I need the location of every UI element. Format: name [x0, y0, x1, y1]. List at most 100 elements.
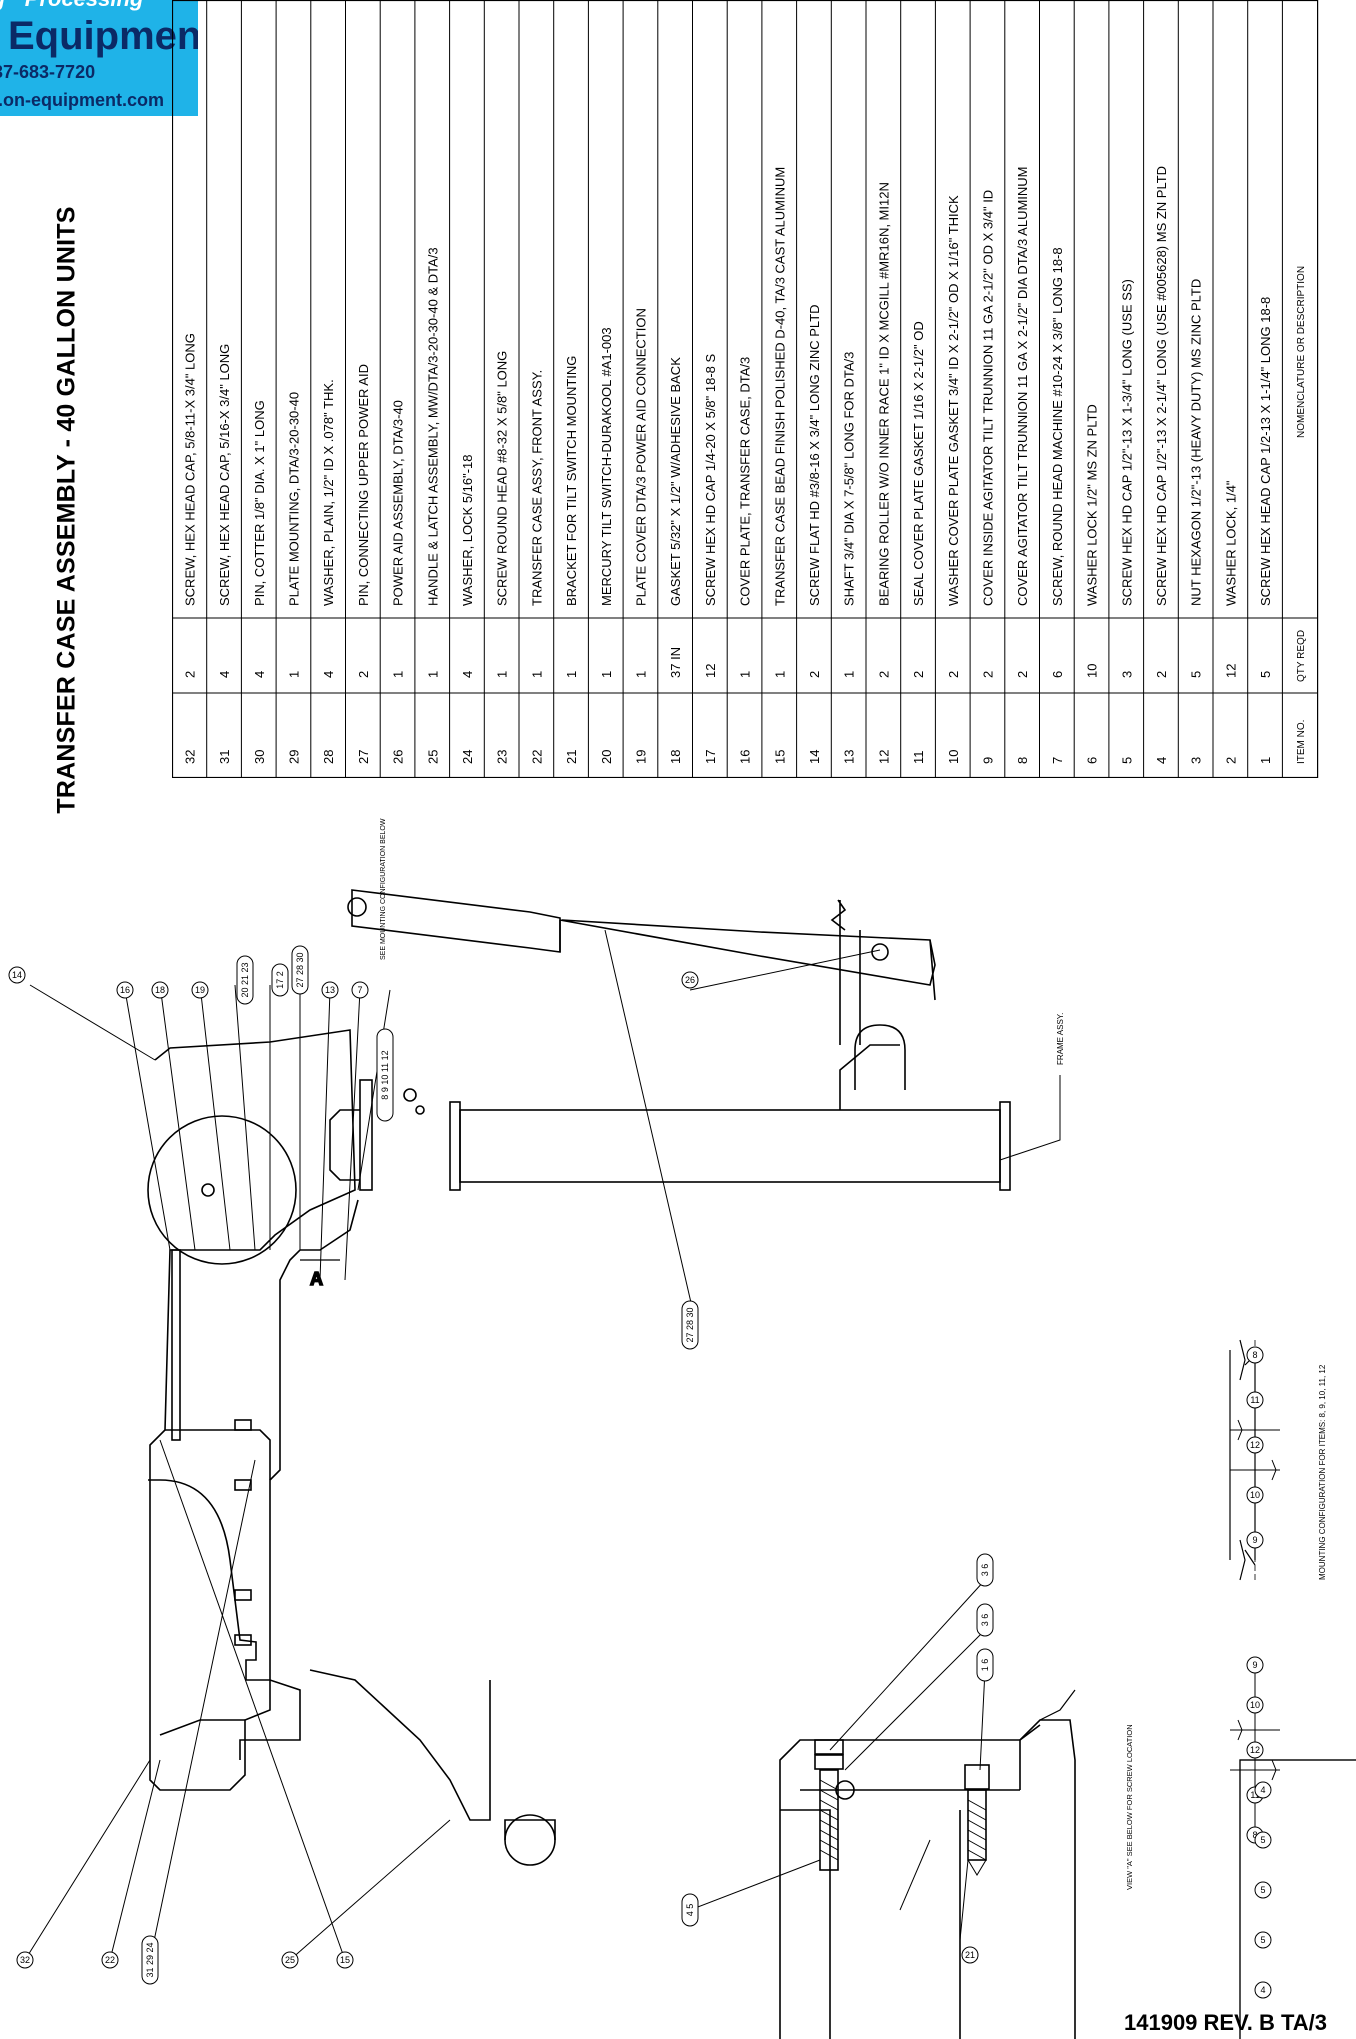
bom-quantity: 6 — [1050, 671, 1065, 678]
bom-quantity: 3 — [1119, 671, 1134, 678]
bom-item-number: 1 — [1258, 757, 1273, 764]
balloon-1-6: 1 6 — [980, 1659, 990, 1672]
bom-description: SCREW FLAT HD #3/8-16 X 3/4" LONG ZINC P… — [807, 304, 822, 606]
bom-quantity: 12 — [1223, 664, 1238, 678]
bom-item-number: 32 — [182, 750, 197, 764]
svg-text:8: 8 — [1252, 1350, 1257, 1360]
bom-quantity: 4 — [460, 671, 475, 678]
logo-phone: ...37-683-7720 — [0, 62, 96, 82]
balloon-17-2: 17 2 — [275, 971, 285, 989]
logo-tagline: ...ng · Processing — [0, 0, 143, 12]
balloon-31-29-24: 31 29 24 — [145, 1942, 155, 1977]
bom-quantity: 1 — [599, 671, 614, 678]
lower-housing — [159, 1429, 271, 1736]
bom-item-number: 14 — [807, 750, 822, 764]
bom-item-number: 26 — [391, 750, 406, 764]
svg-text:11: 11 — [1250, 1790, 1259, 1800]
bom-item-number: 8 — [1015, 757, 1030, 764]
balloon-32: 32 — [20, 1955, 30, 1965]
bom-quantity: 2 — [1015, 671, 1030, 678]
power-aid-upper-pin — [347, 897, 367, 917]
bom-quantity: 4 — [217, 671, 232, 678]
bom-description: POWER AID ASSEMBLY, DTA/3-40 — [391, 400, 406, 606]
svg-text:5: 5 — [1260, 1885, 1265, 1895]
svg-text:5: 5 — [1260, 1935, 1265, 1945]
bom-description: SEAL COVER PLATE GASKET 1/16 X 2-1/2" OD — [911, 321, 926, 606]
bom-description: PIN, CONNECTING UPPER POWER AID — [356, 364, 371, 606]
bom-item-number: 10 — [946, 750, 961, 764]
logo-website: ...on-equipment.com — [0, 90, 165, 110]
balloon-3-6-b: 3 6 — [980, 1614, 990, 1627]
cover-plate — [171, 1249, 181, 1441]
bom-quantity: 37 IN — [668, 647, 683, 678]
view-a-balloons: 3 6 3 6 1 6 4 5 21 — [681, 1553, 994, 1964]
transfer-case-body — [149, 1029, 359, 1791]
bom-description: SHAFT 3/4" DIA X 7-5/8" LONG FOR DTA/3 — [842, 352, 857, 606]
callout-balloons-bottom: 32 22 31 29 24 25 15 — [16, 1935, 354, 1985]
bom-description: TRANSFER CASE BEAD FINISH POLISHED D-40,… — [772, 167, 787, 606]
power-aid-rod — [559, 919, 936, 986]
frame-tube — [459, 1109, 1001, 1183]
bom-item-number: 9 — [980, 757, 995, 764]
balloon-4-5: 4 5 — [685, 1904, 695, 1917]
bom-header-item: ITEM NO. — [1296, 720, 1307, 764]
bom-item-number: 29 — [286, 750, 301, 764]
view-a-detail — [689, 1579, 1076, 2039]
screw-location-view: 4 5 5 5 4 — [1239, 1759, 1356, 2039]
bom-header-qty: QTY REQD — [1296, 630, 1307, 682]
detail-pin — [201, 1183, 215, 1197]
handle-latch — [148, 1479, 301, 1760]
svg-text:5: 5 — [1260, 1835, 1265, 1845]
bom-item-number: 19 — [633, 750, 648, 764]
bom-description: PIN, COTTER 1/8" DIA. X 1" LONG — [252, 400, 267, 606]
bom-item-number: 22 — [529, 750, 544, 764]
bom-quantity: 1 — [495, 671, 510, 678]
bom-description: PLATE MOUNTING, DTA/3-20-30-40 — [286, 392, 301, 606]
bom-quantity: 5 — [1258, 671, 1273, 678]
mount-config-right: 9 10 12 11 8 — [1230, 1419, 1280, 1844]
frame-arm — [854, 1024, 906, 1090]
frame-assy-label: FRAME ASSY. — [1056, 1013, 1065, 1065]
bom-item-number: 20 — [599, 750, 614, 764]
bom-quantity: 12 — [703, 664, 718, 678]
trunnion-flange — [359, 1079, 373, 1191]
balloon-3-6-a: 3 6 — [980, 1564, 990, 1577]
trunnion-hub — [329, 1109, 360, 1181]
svg-text:8: 8 — [1252, 1830, 1257, 1840]
bom-item-number: 18 — [668, 750, 683, 764]
bom-description: WASHER LOCK 1/2" MS ZN PLTD — [1085, 404, 1100, 606]
view-a-note: VIEW "A" SEE BELOW FOR SCREW LOCATION — [1125, 1724, 1134, 1890]
bom-description: SCREW, HEX HEAD CAP, 5/16-X 3/4" LONG — [217, 344, 232, 606]
balloon-26: 26 — [685, 975, 695, 985]
bom-item-number: 6 — [1085, 757, 1100, 764]
bom-description: GASKET 5/32" X 1/2" W/ADHESIVE BACK — [668, 357, 683, 606]
bom-quantity: 1 — [425, 671, 440, 678]
bom-quantity: 4 — [321, 671, 336, 678]
trunnion-bolt — [403, 1088, 417, 1102]
bom-description: SCREW HEX HD CAP 1/4-20 X 5/8" 18-8 S — [703, 353, 718, 606]
balloon-20-21-23: 20 21 23 — [240, 962, 250, 997]
svg-text:9: 9 — [1252, 1660, 1257, 1670]
bom-item-number: 30 — [252, 750, 267, 764]
bom-quantity: 2 — [876, 671, 891, 678]
bom-quantity: 2 — [356, 671, 371, 678]
balloon-16: 16 — [120, 985, 130, 995]
bom-quantity: 1 — [391, 671, 406, 678]
bom-item-number: 23 — [495, 750, 510, 764]
bom-item-number: 12 — [876, 750, 891, 764]
company-logo: ...ng · Processing Equipment ...37-683-7… — [0, 0, 198, 116]
bom-description: COVER PLATE, TRANSFER CASE, DTA/3 — [738, 357, 753, 606]
bom-description: WASHER, LOCK 5/16"-18 — [460, 454, 475, 606]
balloon-18: 18 — [155, 985, 165, 995]
bom-description: SCREW HEX HEAD CAP 1/2-13 X 1-1/4" LONG … — [1258, 297, 1273, 606]
bom-quantity: 1 — [842, 671, 857, 678]
bom-quantity: 2 — [980, 671, 995, 678]
bom-description: BEARING ROLLER W/O INNER RACE 1" ID X MC… — [876, 182, 891, 606]
bom-item-number: 16 — [738, 750, 753, 764]
bom-item-number: 15 — [772, 750, 787, 764]
bom-quantity: 2 — [807, 671, 822, 678]
frame-leg — [830, 899, 861, 1045]
handle-arm — [309, 1669, 491, 1821]
bom-description: HANDLE & LATCH ASSEMBLY, MW/DTA/3-20-30-… — [425, 247, 440, 606]
